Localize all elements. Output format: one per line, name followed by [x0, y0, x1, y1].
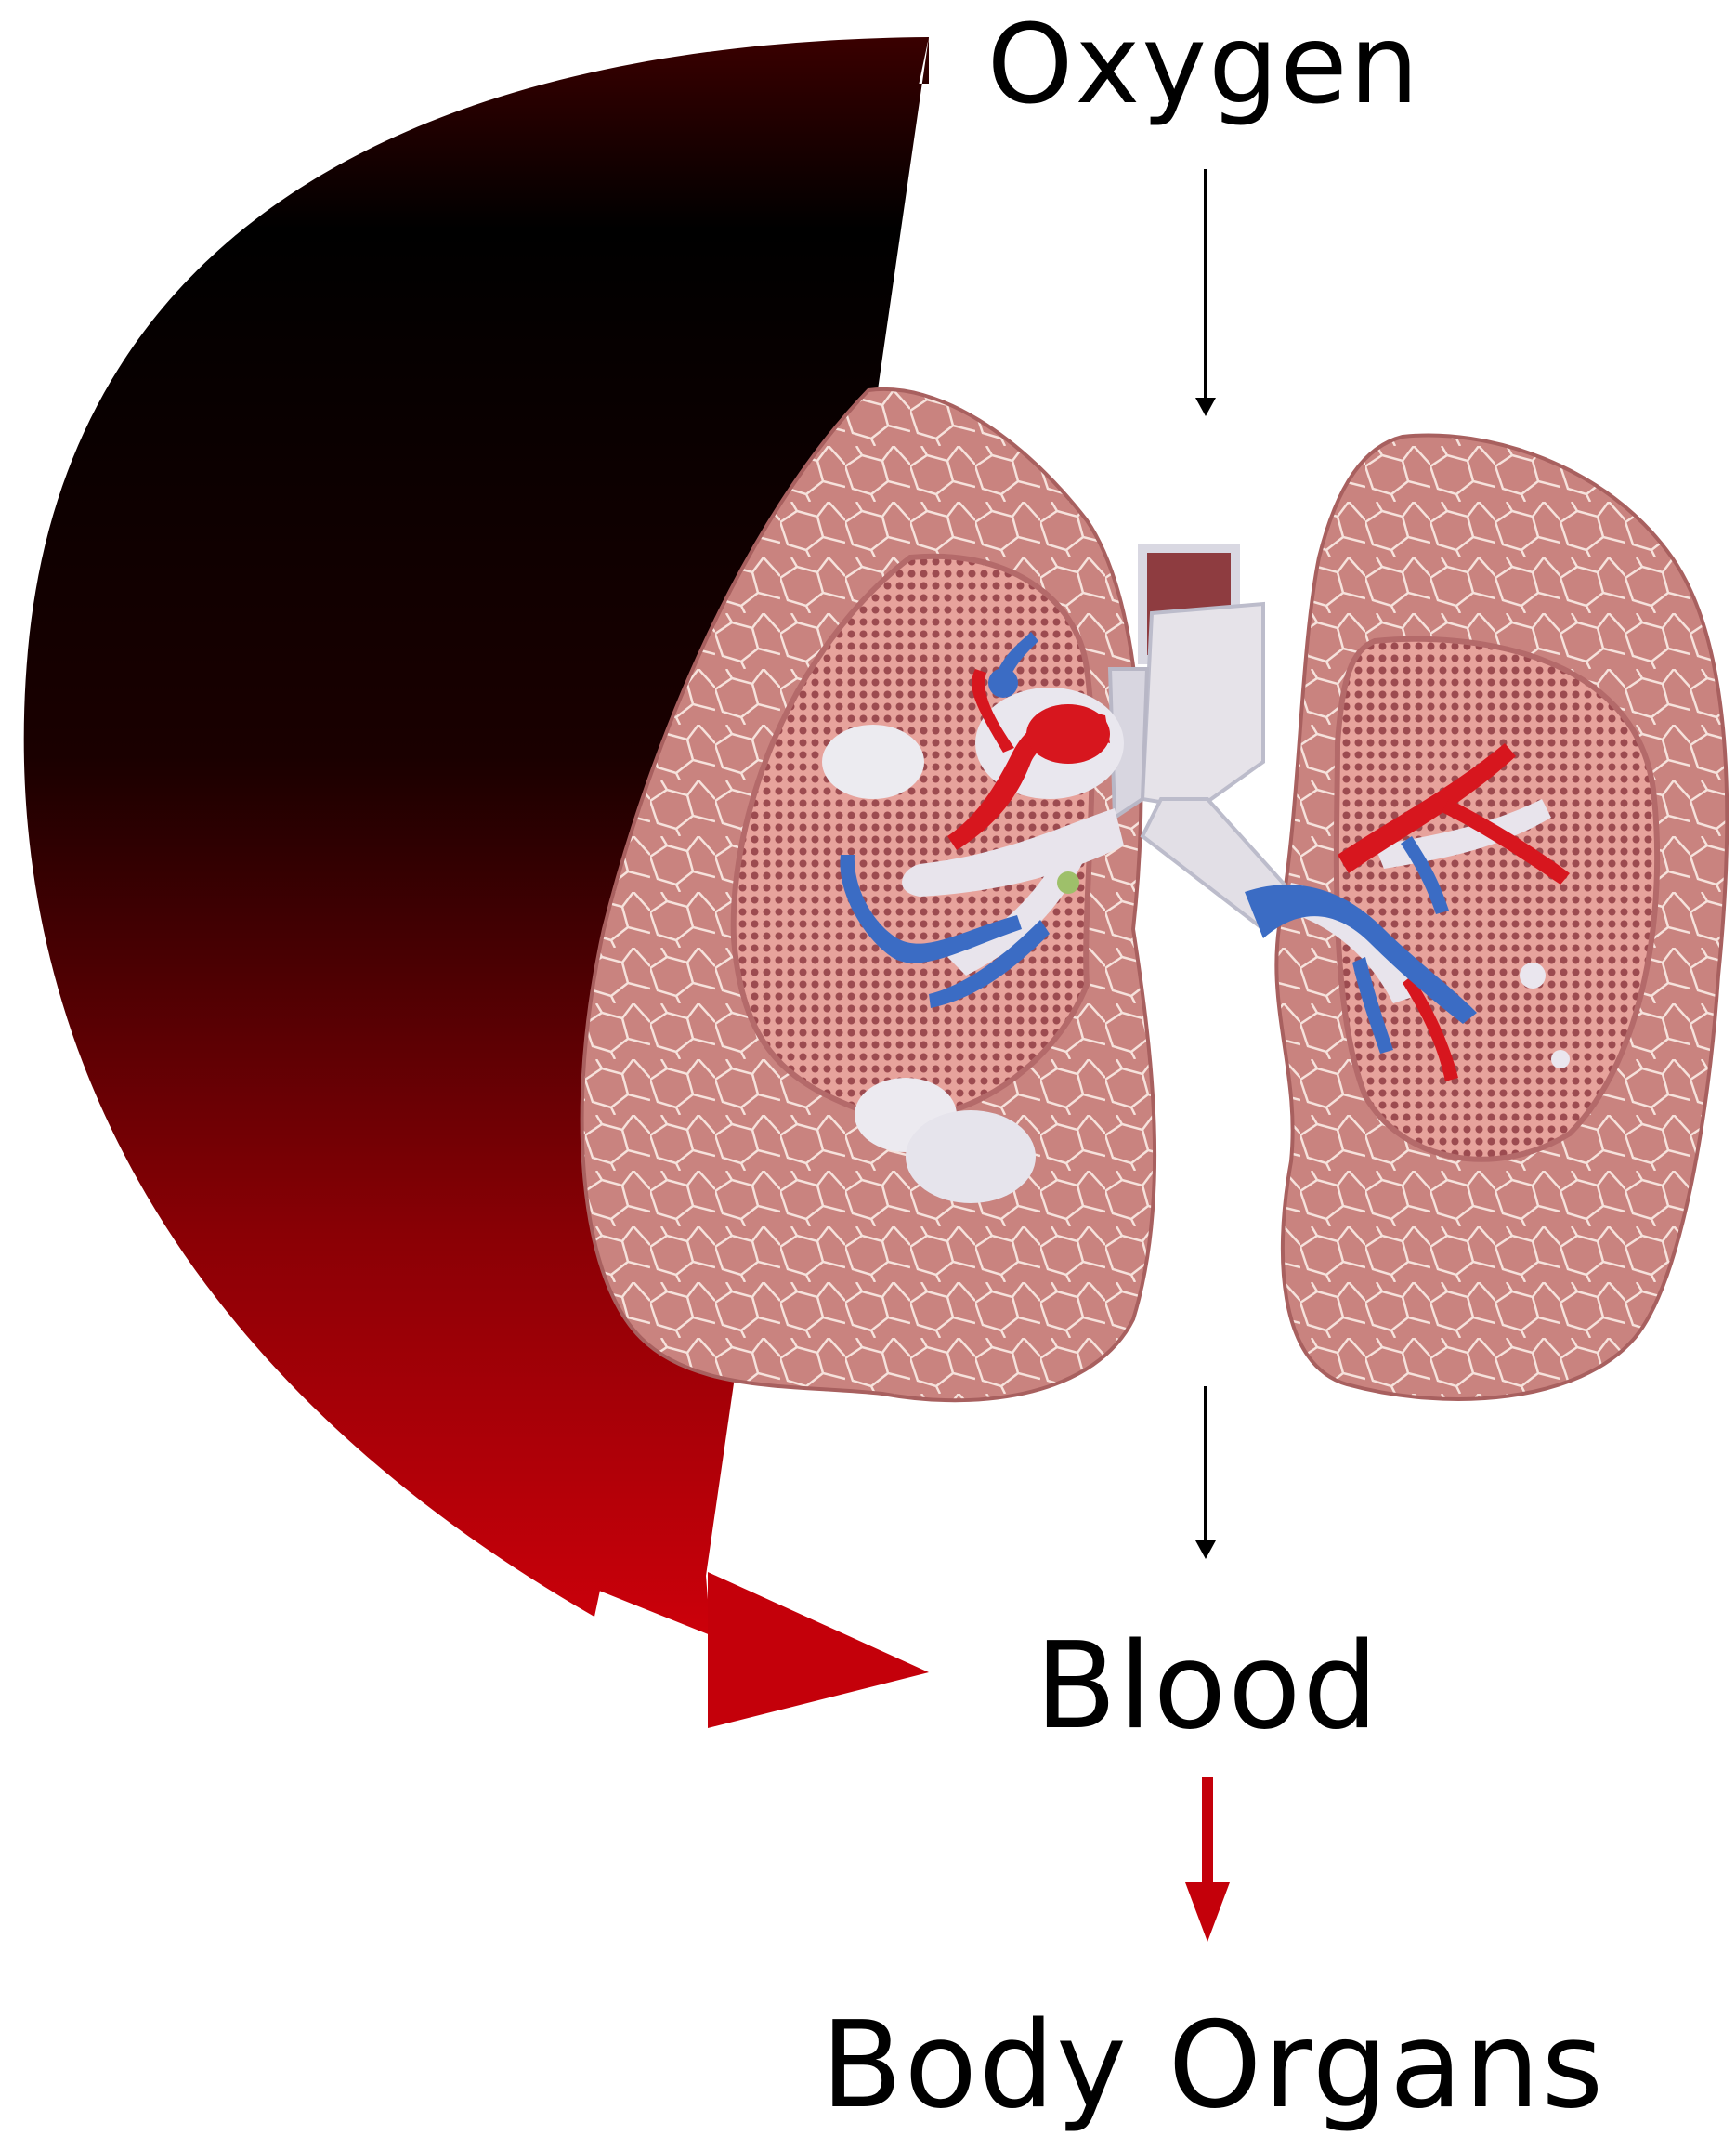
- arrow-oxygen-to-lungs: [1195, 169, 1216, 416]
- node-body-organs: Body Organs: [821, 2007, 1605, 2126]
- curved-arrow-head: [708, 1572, 929, 1728]
- node-oxygen: Oxygen: [987, 9, 1421, 119]
- node-blood: Blood: [1035, 1628, 1379, 1747]
- arrow-lungs-to-blood: [1195, 1386, 1216, 1559]
- arrow-blood-to-body-organs: [1185, 1777, 1230, 1942]
